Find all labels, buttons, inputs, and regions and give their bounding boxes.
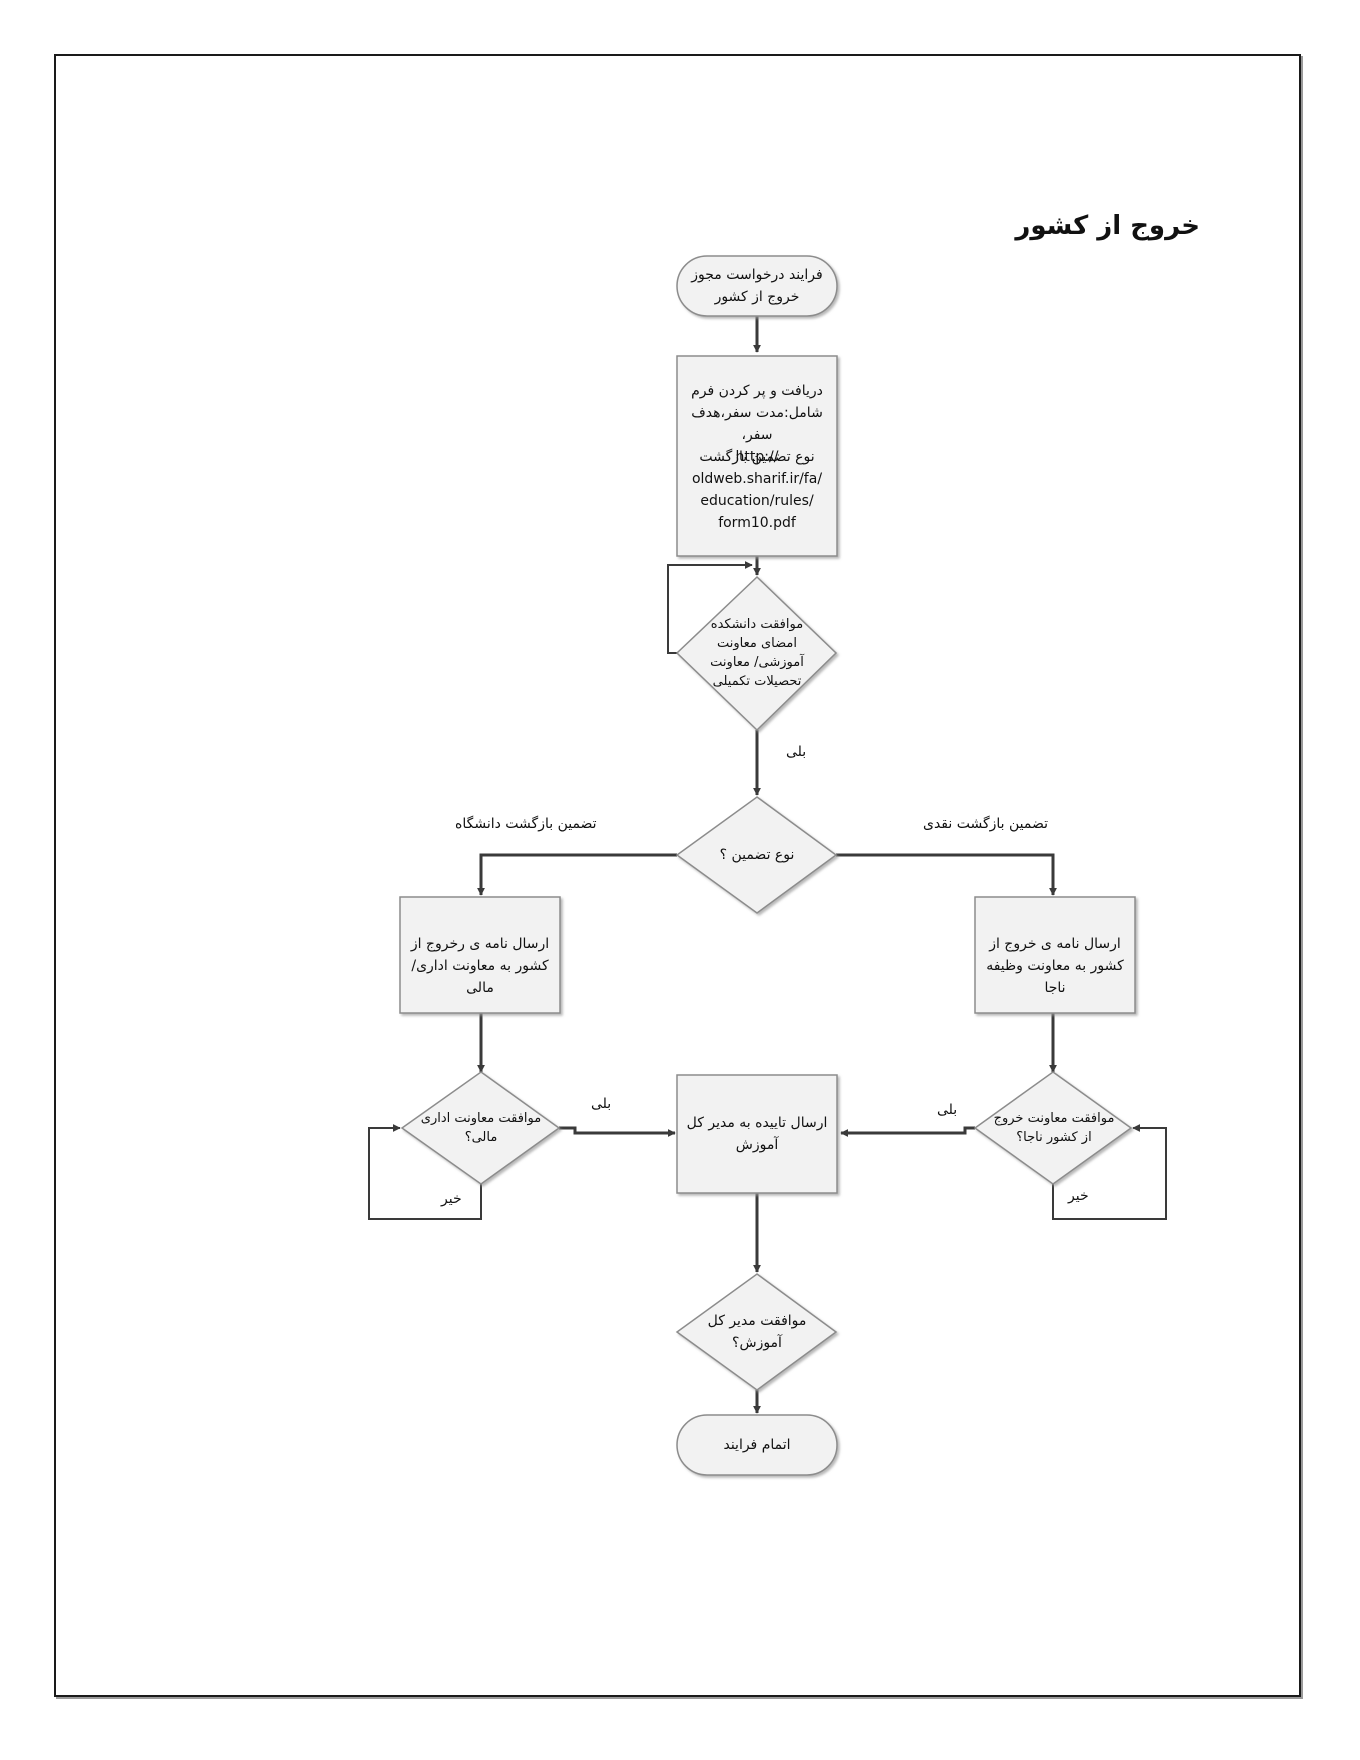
- guarantee-type-label: نوع تضمین ؟: [719, 847, 795, 863]
- admin-letter-box: [399, 896, 561, 1014]
- naja-letter-label: ارسال نامه ی خروج از کشور به معاونت وظیف…: [986, 936, 1124, 996]
- form-url: http:// oldweb.sharif.ir/fa/ education/r…: [691, 449, 823, 531]
- edge-naja-no-loop: [1052, 1124, 1167, 1220]
- send-confirm-label: ارسال تاییده به مدیر کل آموزش: [686, 1115, 828, 1153]
- form-process-box: [676, 355, 838, 557]
- start-label: فرایند درخواست مجوز خروج از کشور: [691, 267, 823, 305]
- naja-approval-decision: [973, 1071, 1133, 1185]
- dept-approval-decision: [675, 575, 838, 732]
- edge-label-university-guarantee: تضمین بازگشت دانشگاه: [455, 816, 597, 832]
- admin-letter-label: ارسال نامه ی رخروج از کشور به معاونت ادا…: [410, 936, 550, 996]
- edge-label-no-naja: خیر: [1068, 1188, 1089, 1204]
- admin-approval-label: موافقت معاونت اداری مالی؟: [420, 1111, 542, 1145]
- form-label: دریافت و پر کردن فرم شامل:مدت سفر،هدف سف…: [691, 383, 823, 465]
- edge-type-to-admin-letter: [477, 853, 677, 896]
- edge-admin-no-loop: [368, 1124, 482, 1220]
- director-approval-label: موافقت مدیر کل آموزش؟: [707, 1313, 807, 1351]
- admin-approval-decision: [400, 1071, 561, 1185]
- edge-label-yes-admin: بلی: [591, 1096, 612, 1112]
- edge-label-no-admin: خیر: [441, 1191, 462, 1207]
- dept-approval-label: موافقت دانشکده امضای معاونت آموزشی/ معاو…: [710, 617, 804, 689]
- edge-type-to-naja-letter: [836, 853, 1057, 896]
- edge-admin-yes: [559, 1126, 676, 1137]
- guarantee-type-decision: [675, 796, 838, 914]
- end-label: اتمام فرایند: [723, 1437, 791, 1453]
- edge-label-yes-naja: بلی: [937, 1102, 958, 1118]
- page-frame: [54, 54, 1301, 1697]
- edge-label-yes-main: بلی: [786, 744, 807, 760]
- naja-letter-box: [974, 896, 1136, 1014]
- director-approval-decision: [675, 1273, 838, 1391]
- send-confirm-box: [676, 1074, 838, 1194]
- start-terminator: [676, 255, 838, 317]
- naja-approval-label: موافقت معاونت خروج از کشور ناجا؟: [993, 1111, 1115, 1145]
- end-terminator: [676, 1414, 838, 1476]
- edge-naja-yes: [840, 1126, 975, 1137]
- page-title: خروج از کشور: [1015, 211, 1200, 241]
- edge-label-cash-guarantee: تضمین بازگشت نقدی: [923, 816, 1049, 832]
